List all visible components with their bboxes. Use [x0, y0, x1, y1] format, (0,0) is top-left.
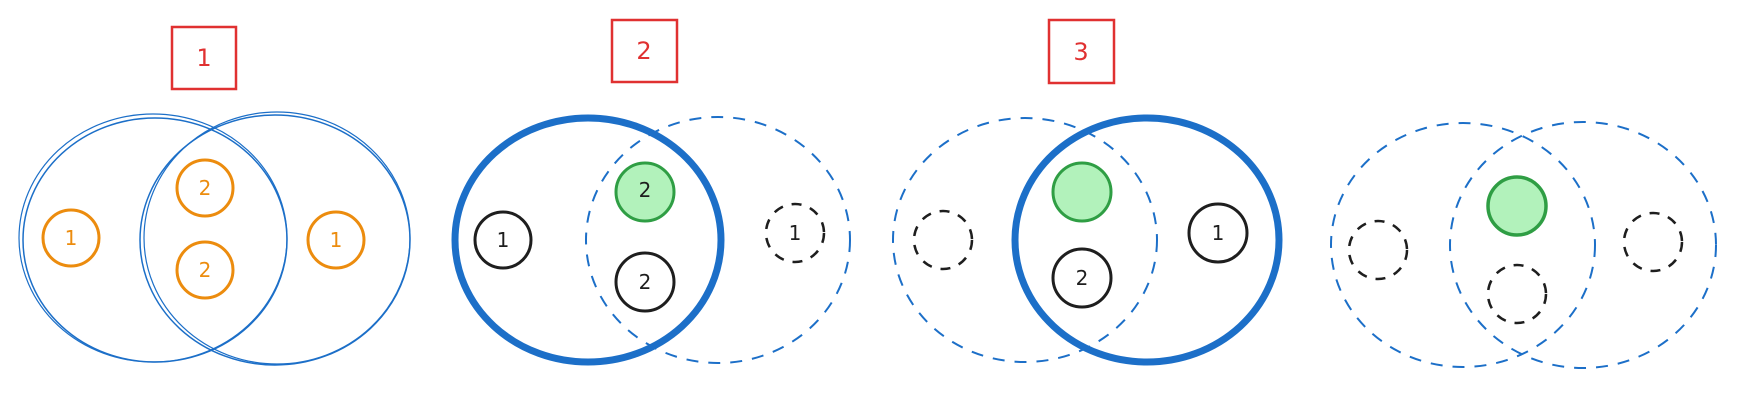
panel-3-center-bottom-node	[1051, 247, 1113, 309]
panel-4-right-node-dashed	[1622, 211, 1684, 273]
step-label-3-text: 3	[1073, 38, 1088, 66]
panel-4-center-bottom-node-dashed	[1486, 263, 1548, 325]
panel-4-left-set-dashed	[1330, 122, 1596, 368]
panel-3: 2 1	[892, 114, 1283, 366]
step-label-1-text: 1	[196, 44, 211, 72]
step-label-1-box	[170, 25, 238, 91]
panel-2-left-set-bold	[451, 114, 725, 366]
panel-3-right-set-bold	[1011, 114, 1283, 366]
panel-4-left-node-dashed	[1347, 219, 1409, 281]
panel-2-right-set-dashed	[585, 116, 851, 364]
panel-4-center-top-node-highlighted	[1486, 175, 1548, 237]
panel-3-left-node-dashed	[912, 209, 974, 271]
panel-2: 1 2 2 1	[451, 114, 851, 366]
panel-2-left-node-label: 1	[497, 228, 510, 252]
step-label-3: 3	[1047, 18, 1116, 85]
panel-3-center-top-node-highlighted	[1051, 161, 1113, 223]
step-label-2-box	[610, 18, 679, 84]
panel-1-right-set-sketch	[143, 111, 411, 365]
panel-1-left-node	[41, 208, 101, 268]
panel-1-left-node-label: 1	[65, 226, 78, 250]
panel-1-right-node	[306, 210, 366, 270]
panel-3-right-node-label: 1	[1212, 221, 1225, 245]
panel-1: 1 2 2 1	[18, 111, 411, 366]
panel-2-right-node-label: 1	[789, 221, 802, 245]
panel-1-center-top-node	[175, 158, 235, 218]
panel-1-right-node-label: 1	[330, 228, 343, 252]
panel-4-right-set-dashed	[1449, 121, 1717, 369]
panel-3-center-bottom-node-label: 2	[1076, 266, 1089, 290]
panel-4	[1330, 121, 1717, 369]
step-label-1: 1	[170, 25, 238, 91]
panel-2-right-node-dashed	[764, 202, 826, 264]
panel-2-center-bottom-node-label: 2	[639, 270, 652, 294]
panel-3-left-set-dashed	[892, 117, 1158, 363]
panel-1-center-bottom-node	[175, 240, 235, 300]
step-label-3-box	[1047, 18, 1116, 85]
panel-1-center-bottom-node-label: 2	[199, 258, 212, 282]
panel-1-right-set	[139, 114, 411, 366]
panel-2-center-top-node-label: 2	[639, 178, 652, 202]
step-label-2-text: 2	[636, 37, 651, 65]
panel-1-left-set-sketch	[18, 113, 288, 363]
panel-2-left-node	[473, 210, 533, 270]
panel-3-right-node	[1187, 202, 1249, 264]
panel-2-center-top-node-highlighted	[614, 161, 676, 223]
panel-1-center-top-node-label: 2	[199, 176, 212, 200]
step-label-2: 2	[610, 18, 679, 84]
panel-2-center-bottom-node	[614, 251, 676, 313]
